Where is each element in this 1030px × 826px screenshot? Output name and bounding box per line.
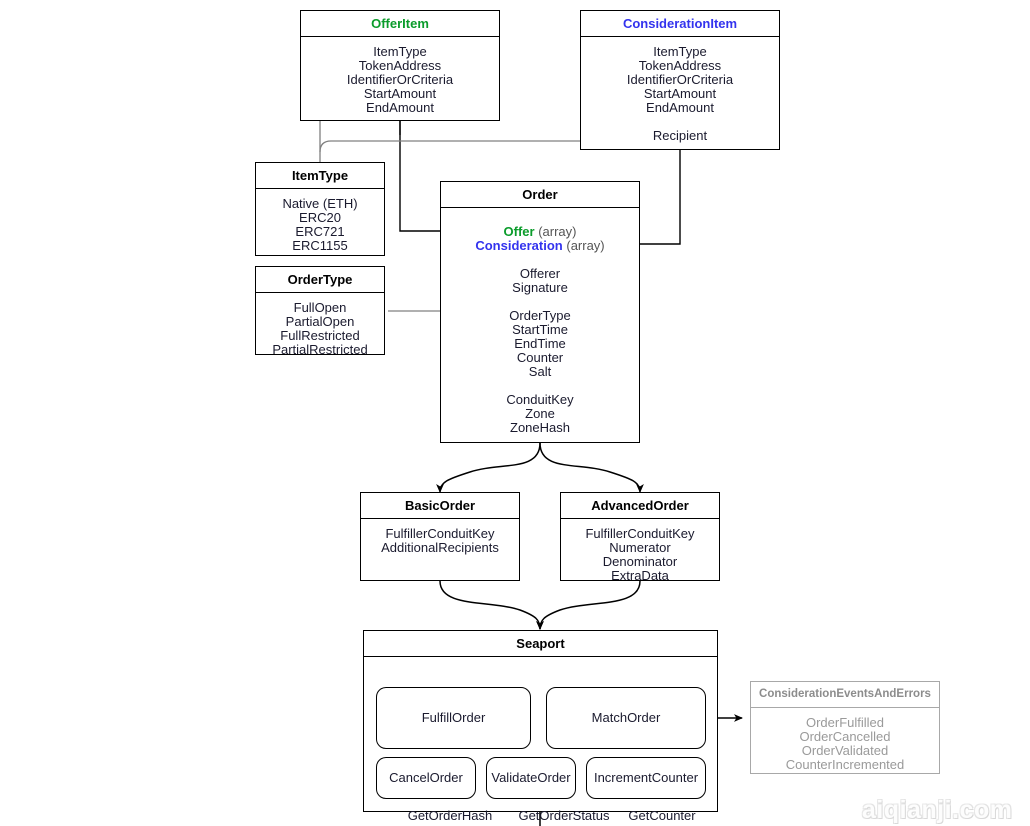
node-item-type-title: ItemType xyxy=(256,163,384,189)
field-ordercancelled: OrderCancelled xyxy=(799,729,891,744)
node-order-type-title: OrderType xyxy=(256,267,384,293)
field-recipient: Recipient xyxy=(652,128,708,143)
link-get-order-hash[interactable]: GetOrderHash xyxy=(407,808,493,823)
button-increment-counter[interactable]: IncrementCounter xyxy=(586,757,706,799)
wire-order-to-basicorder xyxy=(436,442,541,493)
field-tokenaddress: TokenAddress xyxy=(358,58,442,73)
field-salt: Salt xyxy=(528,364,552,379)
field-zone: Zone xyxy=(525,406,555,421)
node-consideration-item-fields: ItemType TokenAddress IdentifierOrCriter… xyxy=(581,37,779,149)
node-offer-item-title: OfferItem xyxy=(301,11,499,37)
button-match-order[interactable]: MatchOrder xyxy=(546,687,706,749)
field-itemtype: ItemType xyxy=(373,44,427,59)
field-tokenaddress: TokenAddress xyxy=(638,58,722,73)
node-offer-item-fields: ItemType TokenAddress IdentifierOrCriter… xyxy=(301,37,499,121)
link-get-counter[interactable]: GetCounter xyxy=(628,808,696,823)
node-offer-item[interactable]: OfferItem ItemType TokenAddress Identifi… xyxy=(300,10,500,121)
node-events-errors-fields: OrderFulfilled OrderCancelled OrderValid… xyxy=(751,708,939,778)
field-partialrestricted: PartialRestricted xyxy=(272,342,368,357)
wire-basicorder-to-seaport xyxy=(439,580,544,630)
node-events-errors-title: ConsiderationEventsAndErrors xyxy=(751,682,939,708)
field-numerator: Numerator xyxy=(609,540,671,555)
node-item-type-fields: Native (ETH) ERC20 ERC721 ERC1155 xyxy=(256,189,384,259)
field-ordertype: OrderType xyxy=(509,308,571,323)
node-basic-order-fields: FulfillerConduitKey AdditionalRecipients xyxy=(361,519,519,561)
node-advanced-order-title: AdvancedOrder xyxy=(561,493,719,519)
node-consideration-events-and-errors[interactable]: ConsiderationEventsAndErrors OrderFulfil… xyxy=(750,681,940,774)
field-native-eth: Native (ETH) xyxy=(282,196,358,211)
field-counterincremented: CounterIncremented xyxy=(785,757,905,772)
node-consideration-item[interactable]: ConsiderationItem ItemType TokenAddress … xyxy=(580,10,780,150)
field-offer-label: Offer xyxy=(503,224,535,239)
field-consideration-suffix: (array) xyxy=(562,238,605,253)
field-fullopen: FullOpen xyxy=(293,300,347,315)
field-erc1155: ERC1155 xyxy=(292,238,348,253)
field-erc20: ERC20 xyxy=(299,210,341,225)
field-identifierorcriteria: IdentifierOrCriteria xyxy=(626,72,734,87)
field-orderfulfilled: OrderFulfilled xyxy=(805,715,885,730)
field-extradata: ExtraData xyxy=(611,568,669,583)
node-advanced-order[interactable]: AdvancedOrder FulfillerConduitKey Numera… xyxy=(560,492,720,583)
field-conduitkey: ConduitKey xyxy=(506,392,574,407)
node-order-type[interactable]: OrderType FullOpen PartialOpen FullRestr… xyxy=(255,266,385,357)
field-fulfillerconduitkey: FulfillerConduitKey xyxy=(385,526,495,541)
node-seaport[interactable]: Seaport FulfillOrder MatchOrder CancelOr… xyxy=(363,630,718,826)
field-additionalrecipients: AdditionalRecipients xyxy=(381,540,499,555)
link-get-order-status[interactable]: GetOrderStatus xyxy=(518,808,610,823)
node-order-fields: Offer (array) Consideration (array) Offe… xyxy=(441,208,639,441)
field-offer: Offer (array) xyxy=(445,225,635,239)
field-startamount: StartAmount xyxy=(363,86,437,101)
field-ordervalidated: OrderValidated xyxy=(801,743,889,758)
field-erc721: ERC721 xyxy=(295,224,345,239)
node-order-type-fields: FullOpen PartialOpen FullRestricted Part… xyxy=(256,293,384,363)
field-signature: Signature xyxy=(512,280,568,295)
field-counter: Counter xyxy=(516,350,564,365)
field-partialopen: PartialOpen xyxy=(285,314,355,329)
field-fullrestricted: FullRestricted xyxy=(280,328,360,343)
node-seaport-body: FulfillOrder MatchOrder CancelOrder Vali… xyxy=(364,657,717,826)
node-order[interactable]: Order Offer (array) Consideration (array… xyxy=(440,181,640,443)
node-order-title: Order xyxy=(441,182,639,208)
field-fulfillerconduitkey: FulfillerConduitKey xyxy=(585,526,695,541)
field-endamount: EndAmount xyxy=(646,100,714,115)
link-information[interactable]: Information xyxy=(476,825,576,826)
node-basic-order[interactable]: BasicOrder FulfillerConduitKey Additiona… xyxy=(360,492,520,581)
button-cancel-order[interactable]: CancelOrder xyxy=(376,757,476,799)
field-startamount: StartAmount xyxy=(643,86,717,101)
field-offerer: Offerer xyxy=(519,266,561,281)
node-seaport-title: Seaport xyxy=(364,631,717,657)
field-starttime: StartTime xyxy=(512,322,568,337)
field-identifierorcriteria: IdentifierOrCriteria xyxy=(346,72,454,87)
field-endamount: EndAmount xyxy=(366,100,434,115)
button-fulfill-order[interactable]: FulfillOrder xyxy=(376,687,531,749)
field-denominator: Denominator xyxy=(602,554,678,569)
wire-order-to-advancedorder xyxy=(539,442,644,493)
field-consideration: Consideration (array) xyxy=(445,239,635,253)
field-zonehash: ZoneHash xyxy=(510,420,570,435)
node-consideration-item-title: ConsiderationItem xyxy=(581,11,779,37)
button-validate-order[interactable]: ValidateOrder xyxy=(486,757,576,799)
field-endtime: EndTime xyxy=(514,336,566,351)
field-itemtype: ItemType xyxy=(653,44,707,59)
watermark: aiqianji.com xyxy=(862,796,1013,824)
field-offer-suffix: (array) xyxy=(534,224,577,239)
field-consideration-label: Consideration xyxy=(475,238,563,253)
node-item-type[interactable]: ItemType Native (ETH) ERC20 ERC721 ERC11… xyxy=(255,162,385,256)
node-basic-order-title: BasicOrder xyxy=(361,493,519,519)
node-advanced-order-fields: FulfillerConduitKey Numerator Denominato… xyxy=(561,519,719,589)
link-name[interactable]: Name xyxy=(576,825,636,826)
